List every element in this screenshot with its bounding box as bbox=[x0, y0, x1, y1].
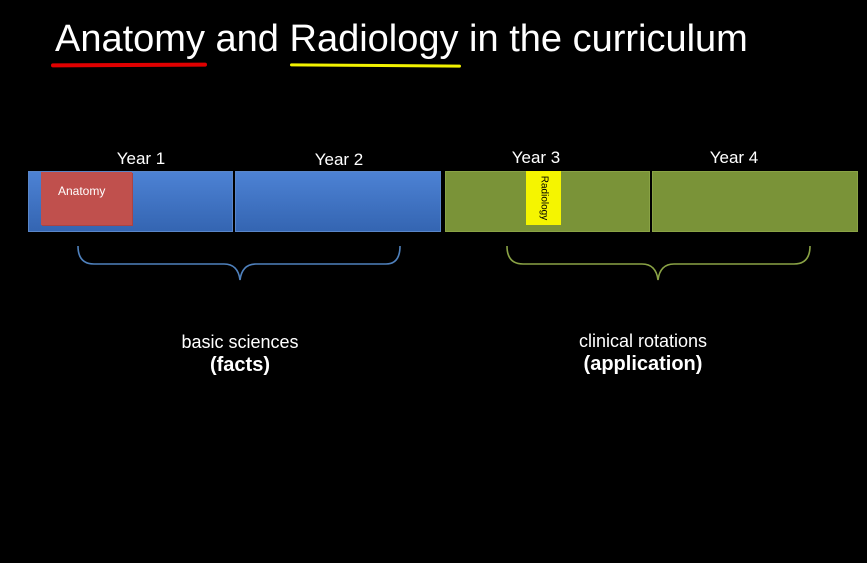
anatomy-overlay-label: Anatomy bbox=[58, 184, 106, 198]
radiology-overlay: Radiology bbox=[526, 171, 561, 225]
year-4-block bbox=[652, 171, 858, 232]
year-2-block bbox=[235, 171, 441, 232]
basic-sciences-label: basic sciences (facts) bbox=[181, 331, 298, 377]
clinical-rotations-label: clinical rotations (application) bbox=[579, 330, 707, 376]
clinical-rotations-name: clinical rotations bbox=[578, 331, 708, 351]
title-rest: in the curriculum bbox=[458, 18, 748, 60]
clinical-rotations-brace bbox=[506, 245, 811, 281]
year-1-label: Year 1 bbox=[116, 149, 166, 168]
basic-sciences-emphasis: (facts) bbox=[209, 354, 270, 376]
radiology-underline bbox=[289, 63, 461, 68]
basic-sciences-name: basic sciences bbox=[181, 332, 299, 352]
year-4-label: Year 4 bbox=[709, 148, 759, 167]
year-3-label: Year 3 bbox=[511, 148, 561, 167]
slide-title: Anatomy and Radiology in the curriculum bbox=[50, 16, 748, 68]
radiology-overlay-label: Radiology bbox=[538, 175, 549, 221]
anatomy-overlay: Anatomy bbox=[41, 172, 132, 225]
clinical-rotations-emphasis: (application) bbox=[583, 353, 703, 375]
anatomy-underline bbox=[50, 62, 207, 68]
title-join: and bbox=[204, 18, 290, 60]
title-word-radiology: Radiology bbox=[289, 16, 461, 68]
year-2-label: Year 2 bbox=[314, 150, 364, 169]
title-word-anatomy: Anatomy bbox=[50, 16, 207, 68]
basic-sciences-brace bbox=[77, 245, 401, 281]
